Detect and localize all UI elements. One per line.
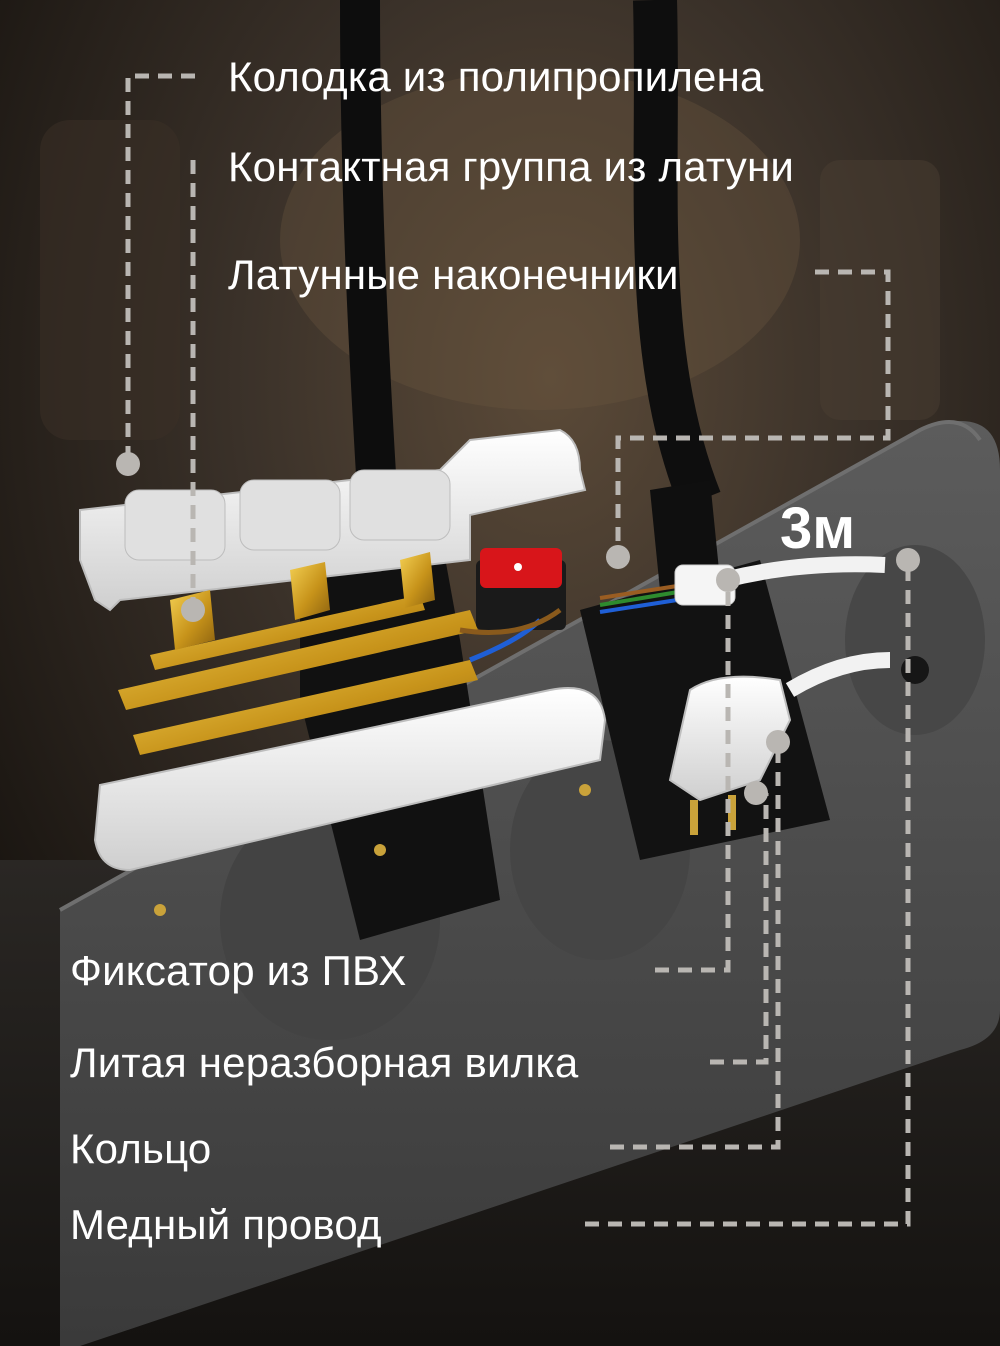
cable-length-badge: 3м <box>780 496 856 561</box>
callout-molded-plug: Литая неразборная вилка <box>70 1039 579 1086</box>
callout-brass-contact-group: Контактная группа из латуни <box>228 143 795 190</box>
callout-pvc-fixer: Фиксатор из ПВХ <box>70 947 407 994</box>
callout-copper-wire: Медный провод <box>70 1201 382 1248</box>
callout-brass-tips: Латунные наконечники <box>228 251 679 298</box>
callout-housing: Колодка из полипропилена <box>228 53 764 100</box>
callout-ring: Кольцо <box>70 1125 212 1172</box>
